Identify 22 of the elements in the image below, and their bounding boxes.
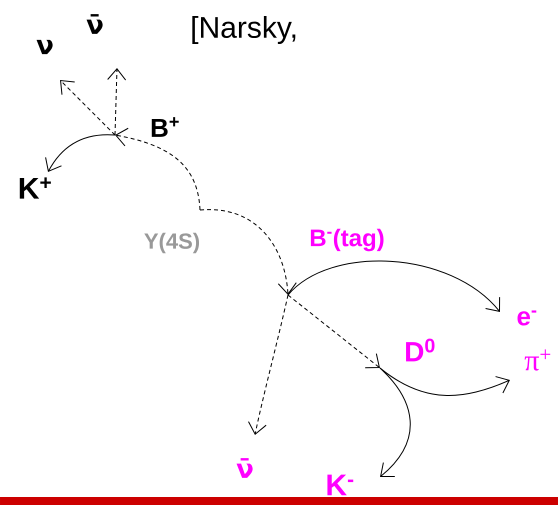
- track-arrow: [60, 80, 116, 136]
- track-arrow: [380, 368, 411, 477]
- track-arrow: [288, 260, 500, 312]
- particle-label: K$^{-}$: [327, 474, 354, 496]
- track-arrow: [45, 134, 116, 172]
- particle-label: ν̄: [86, 14, 103, 34]
- particle-label: ν̄: [236, 458, 253, 478]
- particle-label: e$^{-}$: [518, 310, 536, 326]
- particle-label: Υ(4S): [144, 232, 200, 254]
- particle-label: K$^{+}$: [20, 177, 51, 199]
- track-arrow: [380, 368, 510, 396]
- particle-label: π$^{+}$: [524, 349, 550, 371]
- track-arrow: [248, 294, 288, 435]
- track-arrow: [115, 128, 200, 210]
- particle-label: ν: [36, 40, 53, 54]
- particle-label: B$^{-}$(tag): [310, 228, 384, 252]
- track-arrow: [200, 209, 297, 295]
- citation-text: [Narsky,: [192, 16, 296, 44]
- particle-label: B$^{+}$: [152, 117, 179, 137]
- track-arrow: [107, 68, 126, 136]
- track-arrow: [288, 294, 380, 368]
- particle-label: D$^{0}$: [406, 338, 434, 362]
